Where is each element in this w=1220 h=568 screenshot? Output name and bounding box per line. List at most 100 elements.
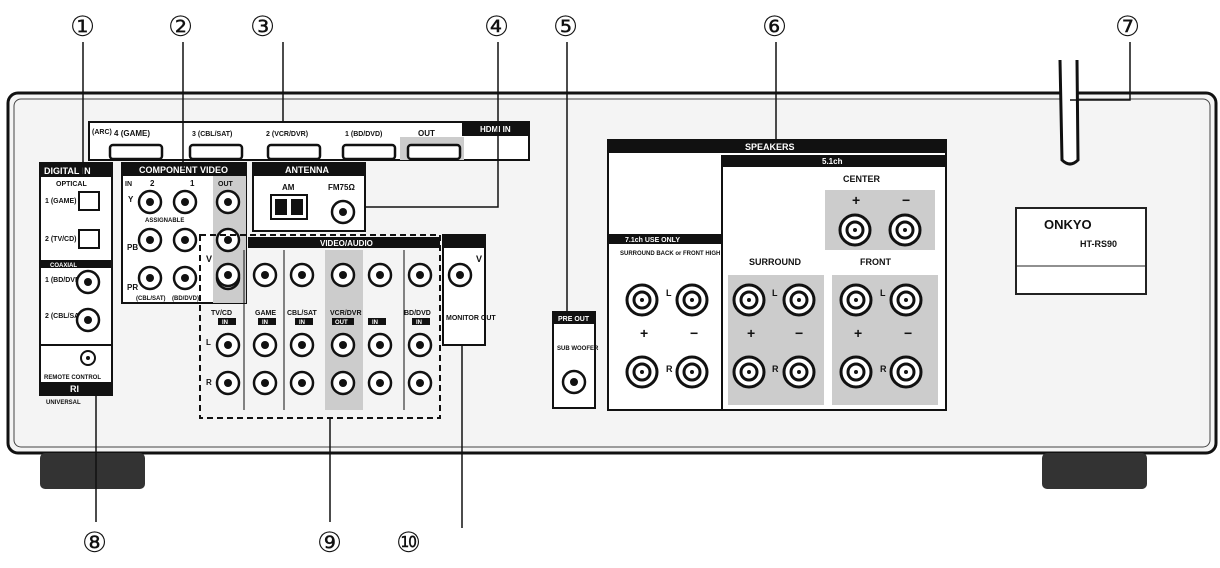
va-jack[interactable] [252, 262, 278, 288]
speakers-title: SPEAKERS [745, 142, 795, 152]
brand-logo: ONKYO [1044, 217, 1092, 232]
leader-lines [82, 42, 1131, 528]
svg-text:OUT: OUT [335, 320, 348, 326]
callout-5: ⑤ [553, 10, 578, 43]
va-jack[interactable] [407, 370, 433, 396]
model-name: HT-RS90 [1080, 239, 1117, 249]
speaker-terminal[interactable] [889, 355, 923, 389]
svg-text:OPTICAL: OPTICAL [56, 181, 87, 188]
pre-out-title: PRE OUT [558, 316, 590, 323]
svg-text:ASSIGNABLE: ASSIGNABLE [145, 218, 184, 224]
va-jack[interactable] [215, 332, 241, 358]
chassis-inner-border [13, 98, 1211, 448]
callout-1: ① [70, 10, 95, 43]
va-jack[interactable] [252, 370, 278, 396]
brand-label [1015, 207, 1147, 295]
svg-text:GAME: GAME [255, 310, 276, 317]
video-audio-title: VIDEO/AUDIO [320, 239, 373, 248]
va-jack[interactable] [407, 332, 433, 358]
speaker-terminal[interactable] [675, 355, 709, 389]
callout-9: ⑨ [317, 526, 342, 559]
callout-2: ② [168, 10, 193, 43]
monitor-out-jack[interactable] [447, 262, 473, 288]
va-jack[interactable] [289, 262, 315, 288]
va-jack[interactable] [367, 332, 393, 358]
optical-port-1[interactable] [78, 191, 100, 211]
svg-text:IN: IN [262, 320, 268, 326]
hdmi-ports [108, 137, 464, 161]
hdmi-out-port[interactable] [406, 143, 462, 161]
speaker-terminal[interactable] [839, 283, 873, 317]
svg-text:2 (CBL/SAT): 2 (CBL/SAT) [45, 313, 85, 320]
speaker-terminal[interactable] [732, 355, 766, 389]
hdmi-label-1: 1 (BD/DVD) [345, 131, 382, 138]
svg-text:IN: IN [416, 320, 422, 326]
svg-text:IN: IN [372, 320, 378, 326]
va-jack[interactable] [215, 262, 241, 288]
svg-text:R: R [772, 364, 779, 374]
speaker-terminal[interactable] [732, 283, 766, 317]
speaker-terminal[interactable] [782, 355, 816, 389]
speaker-terminal[interactable] [889, 283, 923, 317]
svg-text:SURROUND: SURROUND [749, 257, 802, 267]
svg-text:2: 2 [150, 179, 155, 188]
va-jack[interactable] [330, 262, 356, 288]
va-jack[interactable] [330, 370, 356, 396]
speaker-terminal[interactable] [838, 213, 872, 247]
svg-text:1: 1 [190, 179, 195, 188]
va-jack[interactable] [289, 370, 315, 396]
svg-text:−: − [690, 325, 698, 341]
svg-text:−: − [904, 325, 912, 341]
svg-text:PB: PB [127, 243, 138, 252]
hdmi-port[interactable] [341, 143, 397, 161]
va-jack[interactable] [215, 370, 241, 396]
hdmi-label-2: 2 (VCR/DVR) [266, 131, 308, 138]
svg-text:L: L [772, 288, 778, 298]
va-jack[interactable] [330, 332, 356, 358]
monitor-out-label: MONITOR OUT [446, 315, 496, 322]
svg-text:OUT: OUT [218, 181, 234, 188]
svg-text:CENTER: CENTER [843, 174, 881, 184]
hdmi-label-3: 3 (CBL/SAT) [192, 131, 232, 138]
svg-text:(CBL/SAT): (CBL/SAT) [136, 296, 166, 302]
hdmi-arc-label: (ARC) [92, 129, 112, 136]
svg-text:UNIVERSAL: UNIVERSAL [46, 400, 81, 406]
right-foot [1042, 453, 1147, 489]
svg-text:R: R [666, 364, 673, 374]
callout-10: ⑩ [396, 526, 421, 559]
svg-text:FRONT: FRONT [860, 257, 891, 267]
svg-text:−: − [795, 325, 803, 341]
va-jack[interactable] [407, 262, 433, 288]
hdmi-port[interactable] [108, 143, 164, 161]
svg-text:IN: IN [299, 320, 305, 326]
optical-port-2[interactable] [78, 229, 100, 249]
va-jack[interactable] [367, 262, 393, 288]
va-jack[interactable] [289, 332, 315, 358]
svg-text:SUB WOOFER: SUB WOOFER [557, 346, 599, 352]
svg-text:5.1ch: 5.1ch [822, 157, 843, 166]
va-jack[interactable] [252, 332, 278, 358]
svg-text:1 (BD/DVD): 1 (BD/DVD) [45, 277, 82, 284]
svg-text:Y: Y [128, 195, 134, 204]
svg-text:FM75Ω: FM75Ω [328, 183, 355, 192]
svg-text:COAXIAL: COAXIAL [50, 263, 77, 269]
subwoofer-jack[interactable] [561, 369, 587, 395]
speaker-terminal[interactable] [625, 283, 659, 317]
svg-text:AM: AM [282, 183, 295, 192]
hdmi-label-out: OUT [418, 129, 435, 138]
va-jack[interactable] [367, 370, 393, 396]
svg-text:+: + [852, 192, 860, 208]
hdmi-port[interactable] [266, 143, 322, 161]
svg-text:IN: IN [125, 181, 132, 188]
speaker-terminal[interactable] [839, 355, 873, 389]
svg-text:RI: RI [70, 384, 79, 394]
svg-text:V: V [476, 254, 482, 264]
svg-text:L: L [666, 288, 672, 298]
speaker-terminal[interactable] [888, 213, 922, 247]
speaker-terminal[interactable] [782, 283, 816, 317]
speaker-terminal[interactable] [675, 283, 709, 317]
svg-text:+: + [854, 325, 862, 341]
hdmi-port[interactable] [188, 143, 244, 161]
speaker-terminal[interactable] [625, 355, 659, 389]
